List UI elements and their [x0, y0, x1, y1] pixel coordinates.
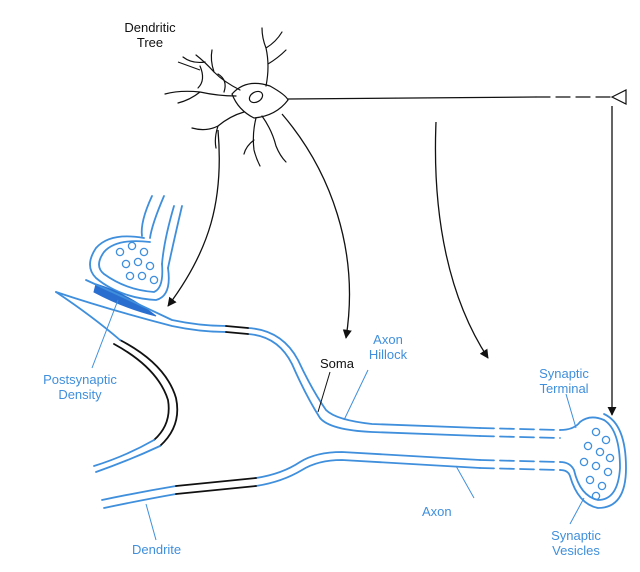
label-axon-hillock-line1: Axon: [373, 332, 403, 347]
label-synaptic-terminal: Synaptic Terminal: [524, 366, 604, 396]
label-soma: Soma: [320, 356, 354, 371]
arrow-axon-hillock: [281, 113, 352, 339]
label-dendritic-tree-line2: Tree: [136, 35, 164, 50]
label-axon-hillock: Axon Hillock: [356, 332, 420, 362]
synaptic-terminal-bulb: [559, 413, 627, 509]
presynaptic-vesicles: [115, 241, 159, 285]
arrow-postsynaptic: [167, 129, 220, 307]
leader-lines-black: [177, 61, 331, 413]
label-postsynaptic-density: Postsynaptic Density: [28, 372, 132, 402]
label-axon: Axon: [422, 504, 452, 519]
pointer-arrows: [167, 106, 617, 416]
label-dendrite: Dendrite: [132, 542, 182, 557]
presynaptic-bouton: [89, 195, 183, 301]
nucleus: [248, 90, 264, 104]
upper-membrane: [55, 279, 481, 437]
label-synaptic-terminal-line2: Terminal: [539, 381, 589, 396]
label-synaptic-vesicles-line2: Vesicles: [552, 543, 600, 558]
synaptic-vesicles-group: [579, 427, 615, 501]
enlarged-neuron: [55, 195, 627, 509]
label-postsynaptic-density-line2: Density: [58, 387, 102, 402]
label-axon-hillock-line2: Hillock: [368, 347, 408, 362]
label-synaptic-terminal-line1: Synaptic: [539, 366, 589, 381]
leader-lines-blue: [91, 299, 585, 541]
label-dendritic-tree-line1: Dendritic: [124, 20, 176, 35]
axon-terminal-sketch: [610, 89, 627, 105]
upper-membrane-dark: [225, 325, 249, 335]
soma-body: [231, 82, 289, 119]
dendrite-notch: [113, 339, 179, 447]
label-postsynaptic-density-line1: Postsynaptic: [43, 372, 117, 387]
lower-membrane: [101, 451, 481, 509]
arrow-axon: [434, 121, 489, 359]
label-synaptic-vesicles-line1: Synaptic: [551, 528, 601, 543]
label-dendritic-tree: Dendritic Tree: [110, 20, 190, 50]
neuron-sketch: [164, 27, 627, 167]
postsynaptic-density-patch: [93, 283, 157, 317]
label-synaptic-vesicles: Synaptic Vesicles: [536, 528, 616, 558]
